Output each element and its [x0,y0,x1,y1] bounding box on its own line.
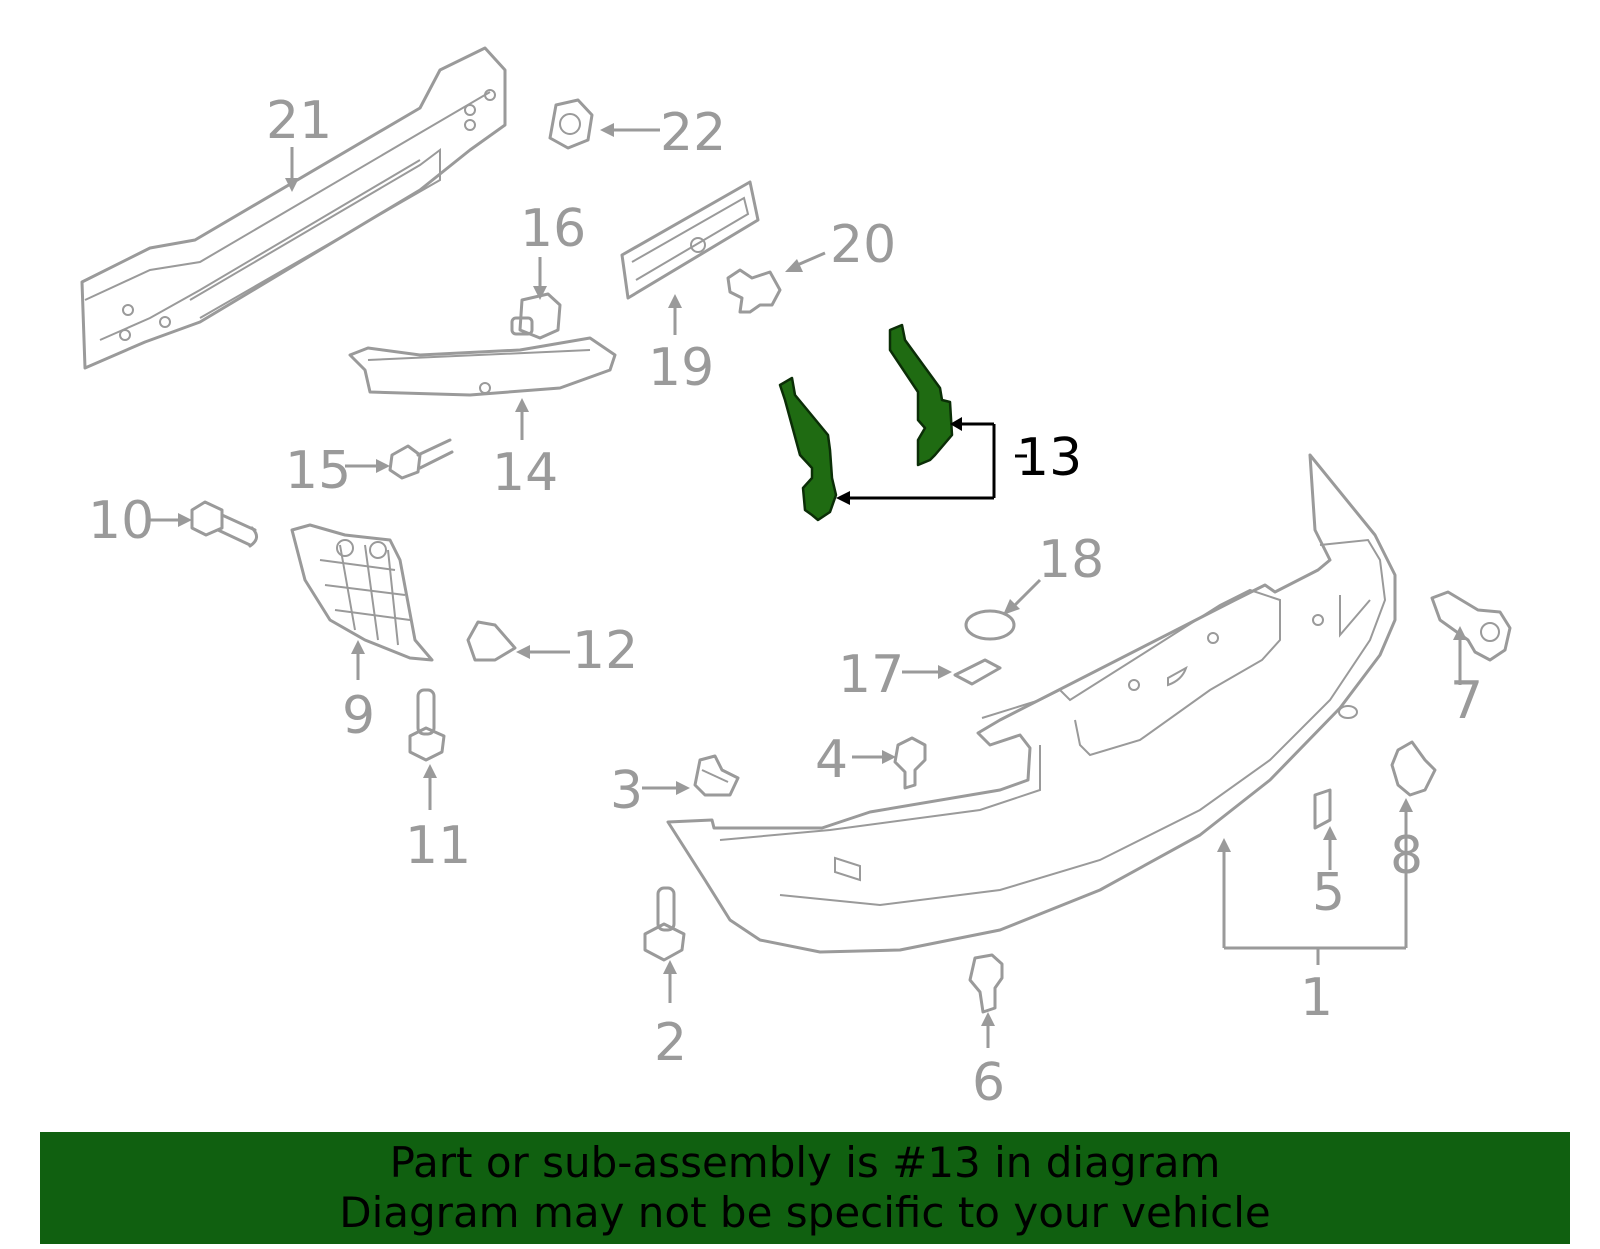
callout-7: 7 [1450,671,1483,731]
callout-1: 1 [1300,968,1333,1028]
leader-13 [836,417,1027,505]
part-8-clip [1390,740,1437,797]
part-11-bolt [408,688,446,762]
callout-labels: 21 22 16 20 19 14 15 10 9 12 11 13 18 17… [88,91,1483,1113]
part-9-side-grille [290,523,434,662]
part-12-push-clip [466,620,517,662]
callout-16: 16 [520,199,586,259]
callout-6: 6 [972,1053,1005,1113]
part-5-pad [1313,788,1332,830]
callout-14: 14 [492,443,558,503]
callout-21: 21 [266,91,332,151]
callout-10: 10 [88,491,154,551]
callout-3: 3 [610,761,643,821]
callout-4: 4 [815,730,848,790]
callout-11: 11 [405,816,471,876]
callout-19: 19 [648,338,714,398]
banner-line-2: Diagram may not be specific to your vehi… [339,1188,1271,1237]
callout-2: 2 [654,1013,687,1073]
part-14-energy-absorber [348,336,617,397]
callout-15: 15 [285,441,351,501]
leader-lines [150,123,1467,1048]
part-3-retainer [693,754,740,797]
part-6-clip [968,953,1004,1014]
callout-18: 18 [1038,530,1104,590]
banner-line-1: Part or sub-assembly is #13 in diagram [389,1138,1221,1187]
part-21-reinforcement-beam [80,46,507,370]
part-4-clip [893,736,927,790]
callout-20: 20 [830,215,896,275]
part-19-license-bracket [620,180,760,300]
callout-9: 9 [342,686,375,746]
part-22-nut [548,98,594,150]
callout-8: 8 [1390,826,1423,886]
part-15-bolt [388,438,454,480]
callout-5: 5 [1312,863,1345,923]
part-1-bumper-cover [666,453,1397,954]
info-banner: Part or sub-assembly is #13 in diagram D… [40,1132,1570,1244]
part-20-clip [726,268,782,314]
part-16-clip [510,292,562,340]
callout-13: 13 [1016,428,1082,488]
part-13-bumper-brackets-highlighted [778,323,954,522]
callout-17: 17 [838,645,904,705]
part-7-bracket [1430,590,1512,662]
callout-22: 22 [660,103,726,163]
part-10-bolt [190,500,258,548]
part-17-pad [953,658,1002,686]
part-2-bolt [643,886,686,962]
part-18-grommet [964,609,1016,641]
callout-12: 12 [572,621,638,681]
